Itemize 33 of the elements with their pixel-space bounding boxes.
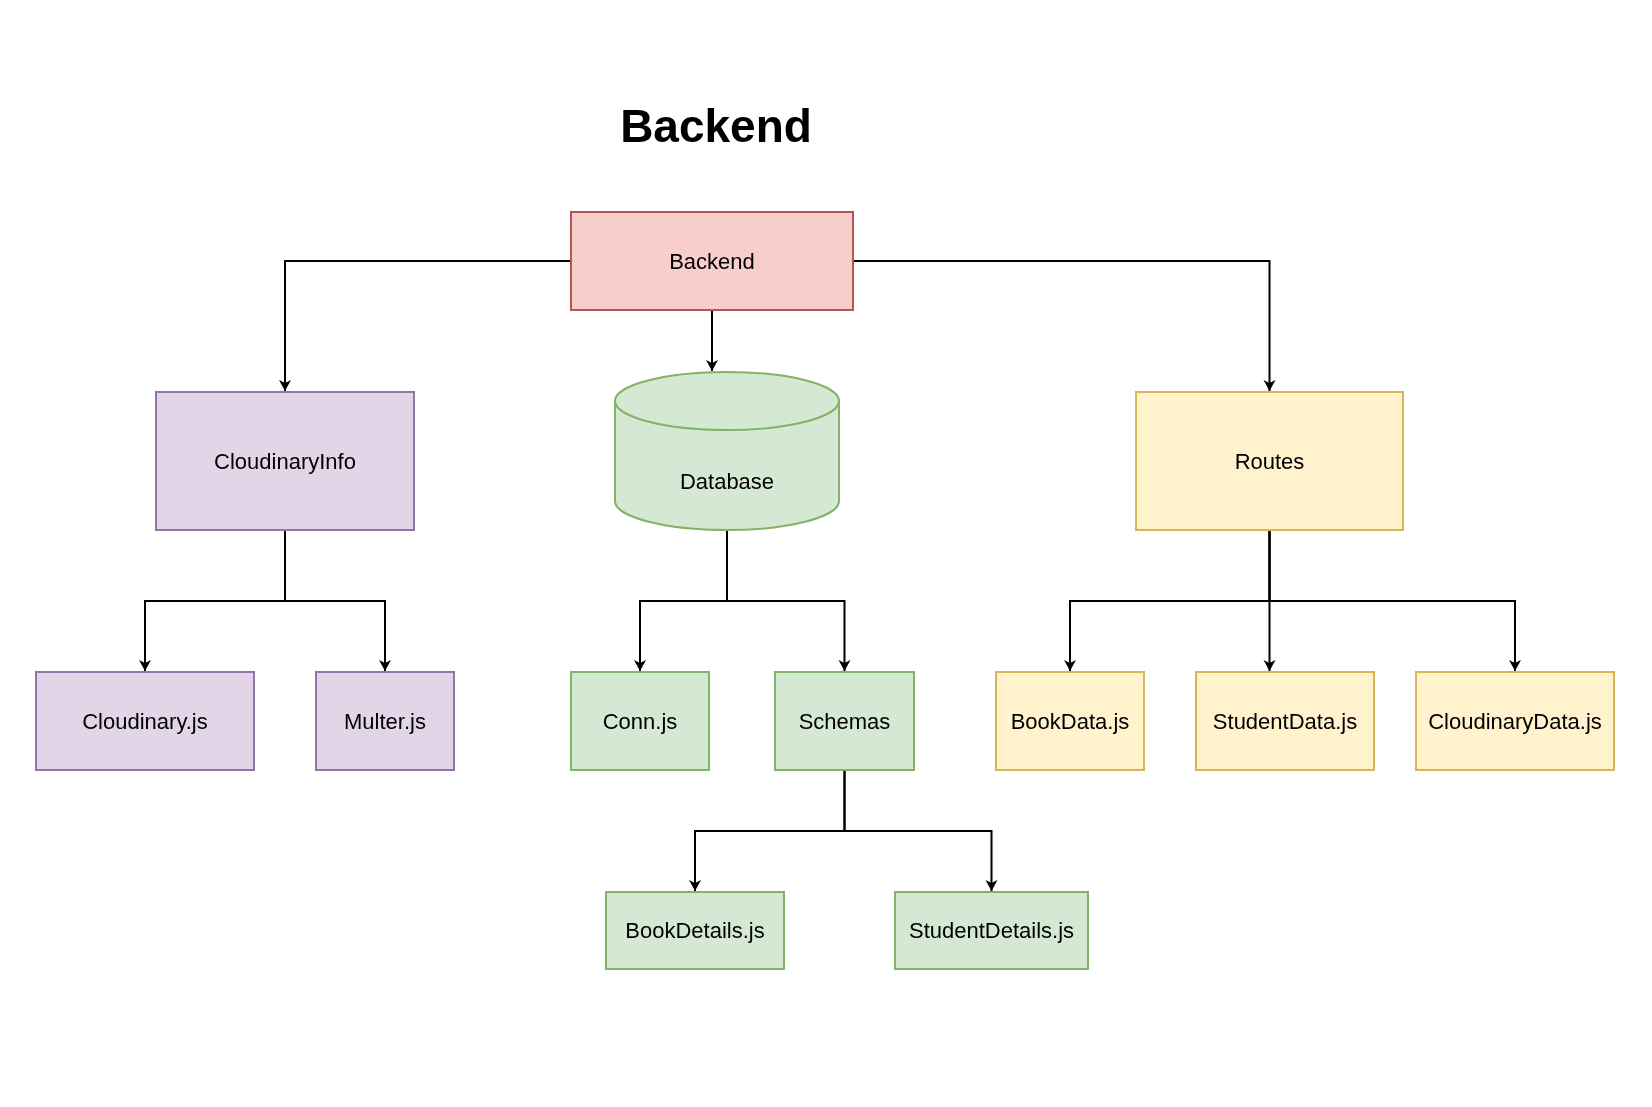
arrow (706, 310, 718, 372)
diagram-title: Backend (619, 99, 813, 154)
node-label: Cloudinary.js (82, 707, 208, 736)
process-box (605, 891, 785, 970)
node-label: CloudinaryData.js (1428, 707, 1602, 736)
process-box (995, 671, 1145, 771)
process-box (155, 391, 415, 531)
node-label: CloudinaryInfo (214, 447, 356, 476)
arrow (853, 260, 1276, 392)
arrow (1268, 530, 1521, 672)
process-box (35, 671, 255, 771)
arrow (726, 530, 851, 672)
node-label: Database (679, 467, 775, 496)
node-label: StudentDetails.js (908, 917, 1075, 945)
process-box (315, 671, 455, 771)
process-box (894, 891, 1089, 970)
process-box (1135, 391, 1404, 531)
arrow (284, 530, 391, 672)
process-box (1415, 671, 1615, 771)
process-box (570, 211, 854, 311)
node-label: Routes (1234, 447, 1305, 476)
arrow (279, 260, 571, 392)
process-box (774, 671, 915, 771)
process-box (1195, 671, 1375, 771)
node-label: BookDetails.js (625, 917, 765, 945)
node-label: Conn.js (602, 707, 678, 736)
node-label: Multer.js (344, 707, 426, 736)
node-label: Schemas (798, 707, 891, 736)
node-label: Backend (669, 247, 755, 276)
process-box (570, 671, 710, 771)
node-label: StudentData.js (1212, 707, 1358, 736)
node-label: BookData.js (1010, 707, 1130, 736)
arrow (843, 770, 998, 892)
